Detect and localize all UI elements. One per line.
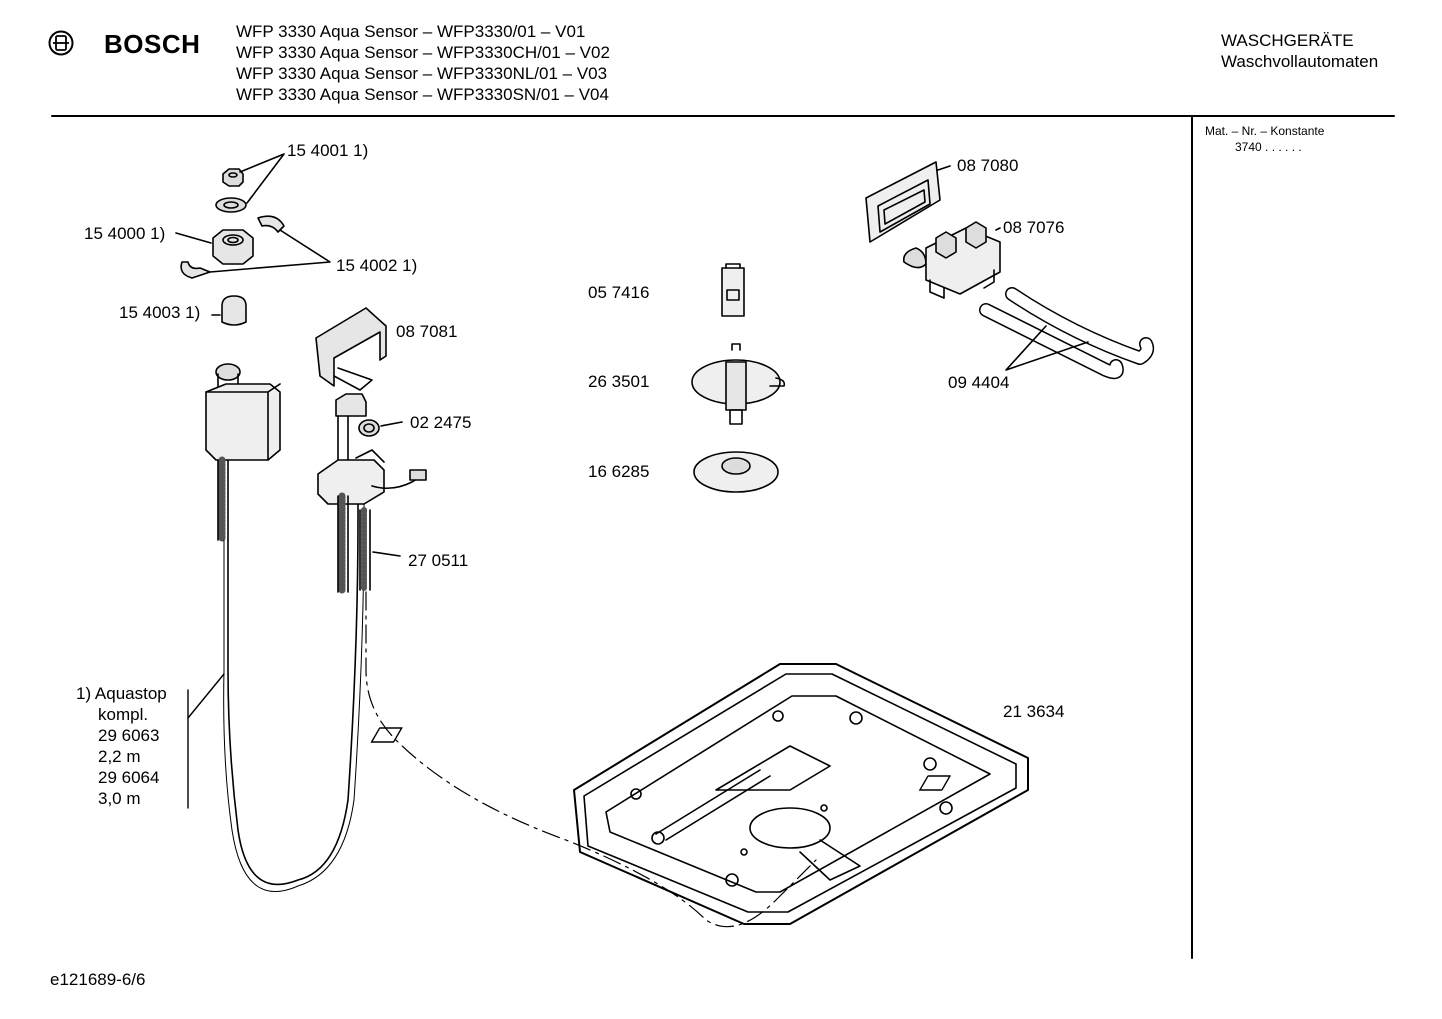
part-213634-base-plate <box>370 663 1029 925</box>
aquastop-line: 3,0 m <box>98 789 141 808</box>
part-label: 15 4001 1) <box>287 141 369 160</box>
part-label: 15 4003 1) <box>119 303 201 322</box>
part-label: 08 7081 <box>396 322 458 341</box>
part-valve-body <box>317 393 385 505</box>
part-154002-clip <box>180 261 211 279</box>
part-label: 08 7080 <box>957 156 1019 175</box>
part-label: 15 4000 1) <box>84 224 166 243</box>
connection-line <box>365 591 817 928</box>
cable-connector <box>409 469 427 481</box>
part-154003-cap <box>221 295 247 326</box>
part-270511-hose <box>337 492 371 596</box>
aquastop-line: kompl. <box>98 705 149 724</box>
aquastop-hose <box>217 456 365 892</box>
aquastop-line: 29 6063 <box>98 726 160 745</box>
aquastop-line: 29 6064 <box>98 768 160 787</box>
part-087081-cover <box>315 307 387 391</box>
part-label: 16 6285 <box>588 462 650 481</box>
part-087076-valve <box>902 221 1001 299</box>
drawing-code: e121689-6/6 <box>50 970 146 989</box>
model-line: WFP 3330 Aqua Sensor – WFP3330/01 – V01 <box>236 22 586 41</box>
part-154002-clip <box>257 215 285 233</box>
material-label: Mat. – Nr. – Konstante <box>1205 124 1325 138</box>
part-label: 02 2475 <box>410 413 472 432</box>
model-line: WFP 3330 Aqua Sensor – WFP3330SN/01 – V0… <box>236 85 609 104</box>
aquastop-line: 2,2 m <box>98 747 141 766</box>
category-subtitle: Waschvollautomaten <box>1221 52 1379 71</box>
sensor-cable <box>371 475 423 490</box>
part-label: 08 7076 <box>1003 218 1065 237</box>
part-022475-ring <box>358 419 380 437</box>
category: WASCHGERÄTE Waschvollautomaten <box>1221 30 1378 72</box>
model-line: WFP 3330 Aqua Sensor – WFP3330NL/01 – V0… <box>236 64 608 83</box>
part-057416-clip <box>721 263 745 317</box>
part-154000-fitting <box>212 229 254 265</box>
brand-name: BOSCH <box>104 29 201 59</box>
part-label: 09 4404 <box>948 373 1010 392</box>
aquastop-valve-box <box>205 363 281 461</box>
part-094404-hoses <box>979 287 1155 380</box>
part-label: 05 7416 <box>588 283 650 302</box>
bosch-logo-icon <box>48 30 74 56</box>
category-title: WASCHGERÄTE <box>1221 31 1354 50</box>
part-154001-nut <box>222 168 244 187</box>
material-info: Mat. – Nr. – Konstante 3740 . . . . . . <box>1205 123 1324 155</box>
model-list: WFP 3330 Aqua Sensor – WFP3330/01 – V01 … <box>236 21 610 105</box>
part-087080-frame <box>865 161 941 243</box>
part-label: 15 4002 1) <box>336 256 418 275</box>
part-label: 27 0511 <box>408 551 469 570</box>
material-value: 3740 . . . . . . <box>1235 140 1302 154</box>
model-line: WFP 3330 Aqua Sensor – WFP3330CH/01 – V0… <box>236 43 610 62</box>
part-166285-disc <box>693 451 779 493</box>
part-154001-washer <box>215 197 247 213</box>
part-label: 26 3501 <box>588 372 650 391</box>
part-263501-holder <box>691 343 786 425</box>
aquastop-title: 1) Aquastop <box>76 684 167 703</box>
aquastop-note: 1) Aquastop kompl. 29 6063 2,2 m 29 6064… <box>76 683 167 809</box>
part-label: 21 3634 <box>1003 702 1065 721</box>
